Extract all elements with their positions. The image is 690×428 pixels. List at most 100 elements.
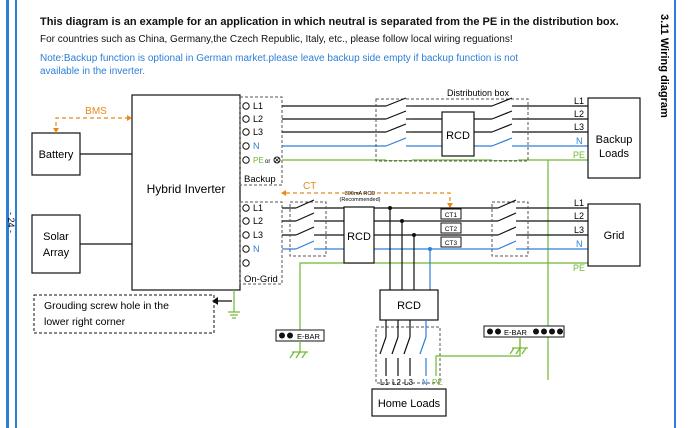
rcd-300ma-box <box>343 206 375 264</box>
ct3-label: CT3 <box>445 240 458 247</box>
diagram-title: This diagram is an example for an applic… <box>40 16 619 28</box>
grid-switches <box>295 199 522 236</box>
bms-arrow-left <box>53 128 59 133</box>
backup-term-n: N <box>253 141 260 151</box>
ongrid-terminal-dots <box>242 204 250 267</box>
ongrid-label-text: On-Grid <box>244 274 278 285</box>
ongrid-term-l2: L2 <box>253 216 263 226</box>
ongrid-pe-wire <box>299 262 588 330</box>
grounding-arrow-head <box>212 297 218 305</box>
right-grid-l1: L1 <box>574 198 584 208</box>
backup-note-line1: Note:Backup function is optional in Germ… <box>40 53 519 64</box>
junction-dots <box>388 206 432 251</box>
grid-switch-gaps <box>296 203 522 255</box>
grounding-note-line1: Grouding screw hole in the <box>44 300 169 312</box>
grid-neutral-switches <box>295 240 522 250</box>
ct2-label: CT2 <box>445 226 458 233</box>
right-backup-l3: L3 <box>574 122 584 132</box>
home-term-l3: L3 <box>404 378 413 387</box>
bms-label: BMS <box>85 106 107 117</box>
home-term-l1: L1 <box>380 378 389 387</box>
ct1-label: CT1 <box>445 212 458 219</box>
rcd-300ma-label: RCD <box>347 231 371 243</box>
home-breakers <box>379 320 411 376</box>
grid-box <box>587 203 641 267</box>
ct-link <box>286 192 451 208</box>
home-neutral-breaker <box>419 320 427 376</box>
backup-terminal-dots <box>242 102 250 164</box>
ebar-left-label: E-BAR <box>297 332 321 341</box>
ongrid-phase-wires <box>282 207 588 236</box>
home-loads-label: Home Loads <box>378 398 441 410</box>
page-number: - 24 - <box>6 212 16 233</box>
distribution-box-frame <box>375 98 529 162</box>
distribution-box-label: Distribution box <box>447 88 510 98</box>
backup-rcd-box <box>441 111 475 157</box>
left-page-rule-2 <box>15 0 17 428</box>
ground-right-icon <box>509 337 528 355</box>
hybrid-inverter-box <box>131 94 241 291</box>
grid-label: Grid <box>604 230 625 242</box>
backup-rcd-label: RCD <box>446 130 470 142</box>
right-grid-pe: PE <box>573 263 585 273</box>
bms-arrow-right <box>127 115 132 121</box>
rcd-300ma-caption-line1: 300mA RCD <box>345 191 376 197</box>
backup-loads-line2: Loads <box>599 148 629 160</box>
ongrid-term-l1: L1 <box>253 203 263 213</box>
backup-switches <box>385 97 518 133</box>
ongrid-term-n: N <box>253 244 260 254</box>
ebar-right-dots <box>487 328 563 335</box>
inverter-ground-icon <box>228 290 240 319</box>
backup-term-or: or <box>265 159 270 165</box>
home-term-pe: PE <box>432 378 443 387</box>
rcd-300ma-caption-line2: (Recommended) <box>340 197 381 203</box>
home-pe-wire <box>435 333 521 376</box>
backup-phase-wires <box>282 105 588 133</box>
backup-loads-box <box>587 97 641 179</box>
ct-arrow-down <box>447 203 453 208</box>
ct1-box <box>440 208 462 220</box>
backup-terminal-block <box>239 96 283 186</box>
backup-term-pe: PE <box>253 156 264 165</box>
ct2-box <box>440 222 462 234</box>
solar-label-line1: Solar <box>43 231 69 243</box>
solar-array-box <box>31 214 81 274</box>
ct-arrow-left <box>281 190 286 196</box>
backup-term-l3: L3 <box>253 127 263 137</box>
grid-switch-frame <box>491 201 529 257</box>
section-title: 3.11 Wiring diagram <box>658 14 670 118</box>
ct3-box <box>440 236 462 248</box>
grounding-note-line2: lower right corner <box>44 316 126 328</box>
ongrid-terminal-block <box>239 201 283 285</box>
backup-neutral-switches <box>385 137 518 147</box>
right-page-rule <box>674 0 676 428</box>
home-loads-box <box>371 388 447 417</box>
home-tap-wires <box>389 208 415 290</box>
backup-term-l2: L2 <box>253 114 263 124</box>
right-backup-l1: L1 <box>574 96 584 106</box>
inverter-switch-frame <box>289 201 327 257</box>
bms-link <box>55 117 132 133</box>
backup-term-l1: L1 <box>253 101 263 111</box>
right-grid-n: N <box>576 239 583 249</box>
inverter-label: Hybrid Inverter <box>147 182 226 196</box>
home-rcd-label: RCD <box>397 300 421 312</box>
backup-label: Backup <box>244 174 276 185</box>
country-note: For countries such as China, Germany,the… <box>40 34 513 45</box>
right-backup-l2: L2 <box>574 109 584 119</box>
home-rcd-box <box>379 289 439 321</box>
backup-note-line2: available in the inverter. <box>40 66 146 77</box>
ct-label: CT <box>303 181 316 192</box>
battery-box <box>31 132 81 176</box>
right-grid-l2: L2 <box>574 211 584 221</box>
home-term-n: N <box>422 378 428 387</box>
grounding-note-box <box>33 294 215 334</box>
right-backup-n: N <box>576 136 583 146</box>
ebar-right <box>483 325 565 338</box>
home-breaker-frame <box>375 326 441 384</box>
ongrid-term-l3: L3 <box>253 230 263 240</box>
right-grid-l3: L3 <box>574 225 584 235</box>
left-page-rule <box>6 0 9 428</box>
